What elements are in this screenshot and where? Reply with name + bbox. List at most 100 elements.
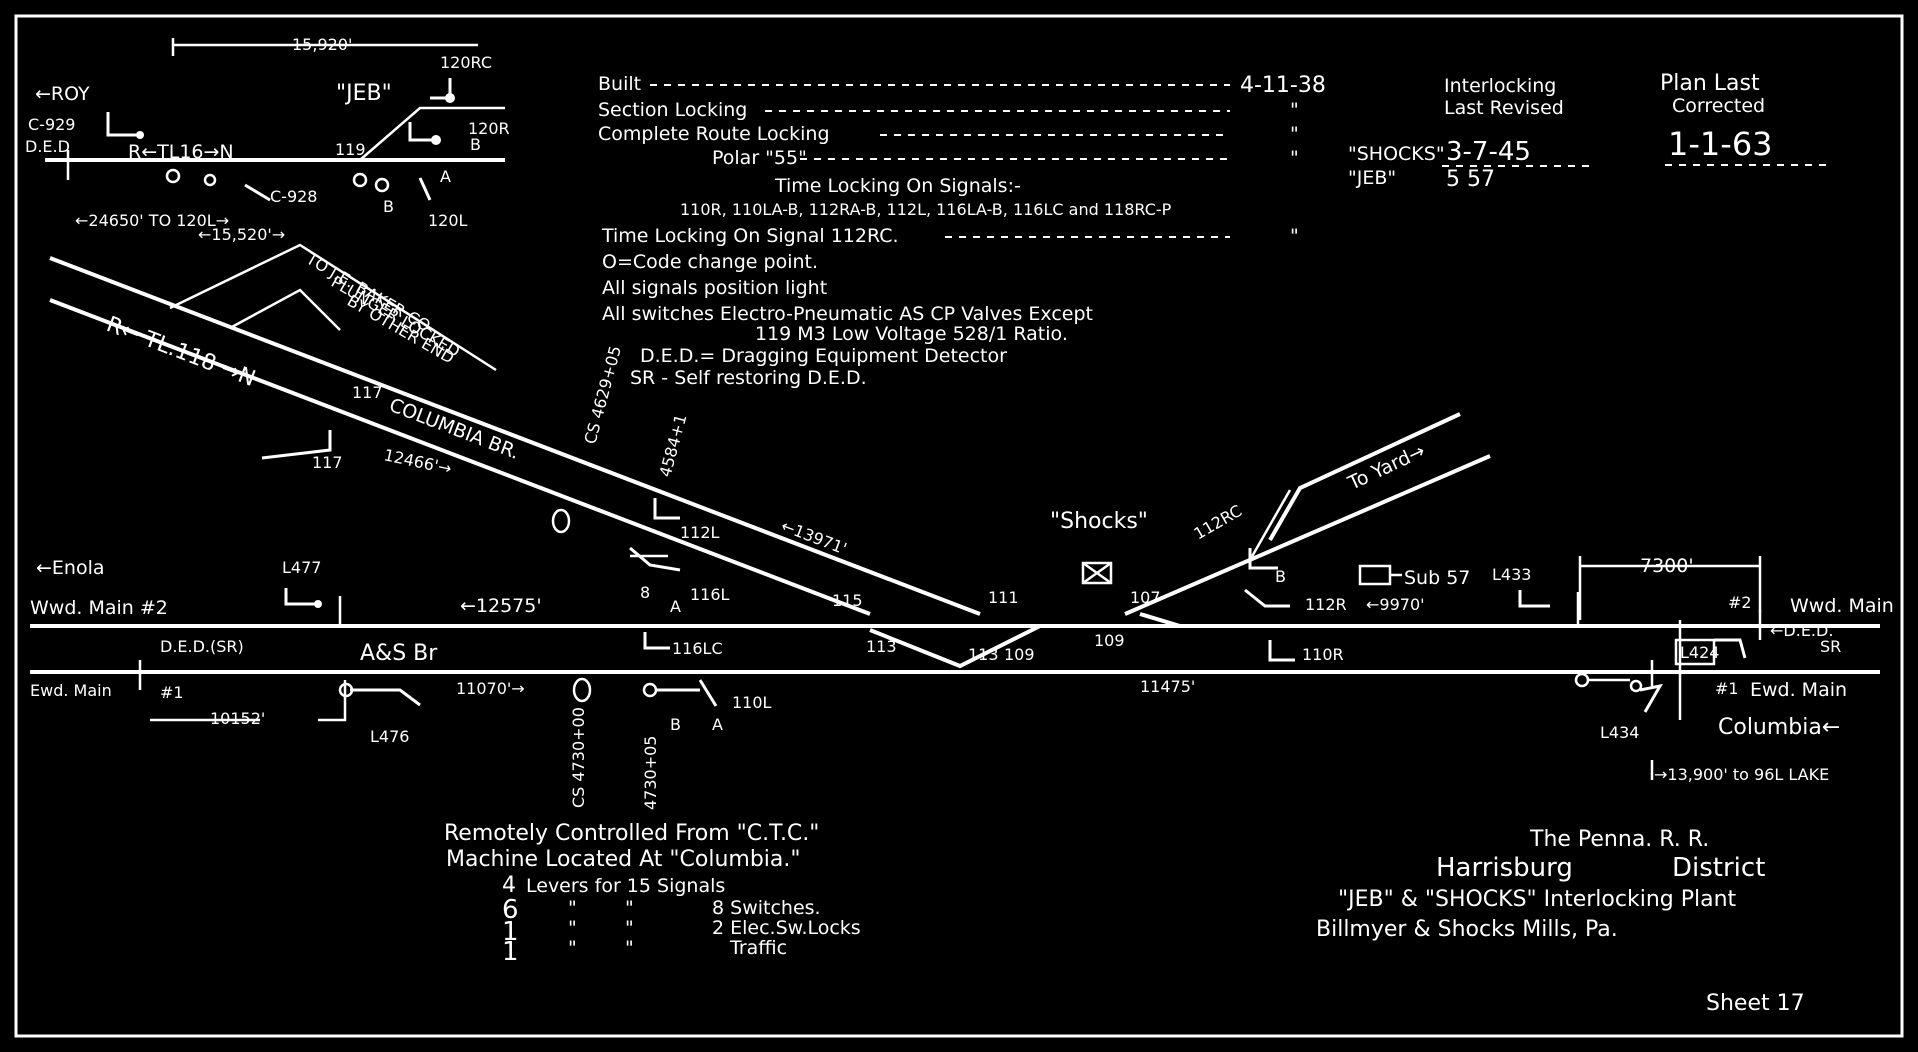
signal-116l-icon [629, 546, 681, 572]
inset-sig-120rc: 120RC [440, 53, 492, 72]
signal-l477-icon [284, 588, 318, 606]
main-sub57: Sub 57 [1404, 567, 1470, 589]
note-built: Built [598, 73, 641, 95]
ctc-row4-text: Traffic [729, 937, 787, 959]
sheet-border [14, 14, 1904, 1038]
branch-sig-112l: 112L [680, 523, 720, 542]
inset-sig-a: A [440, 167, 451, 186]
inset-dim-bottom-2: ←15,520'→ [198, 225, 285, 244]
signal-120r-icon [408, 122, 436, 142]
note-time-locking-signals-list: 110R, 110LA-B, 112RA-B, 112L, 116LA-B, 1… [680, 200, 1172, 219]
main-tracks: ←Enola L477 Wwd. Main #2 ←12575' D.E.D.(… [30, 412, 1894, 810]
columbia-branch: TO J.E. BAKER CO PLUNGER LOCKED BY OTHER… [49, 243, 1019, 616]
ctc-row3-text: 2 Elec.Sw.Locks [712, 917, 861, 939]
ctc-row2-num: 6 [502, 895, 519, 925]
main-cs-4: 4730+05 [641, 736, 660, 810]
note-complete-route-locking: Complete Route Locking [598, 123, 830, 145]
main-enola: ←Enola [36, 557, 105, 579]
branch-sig-8: 8 [640, 583, 650, 602]
signal-112l-icon [653, 498, 680, 520]
ditto-mark: " [1290, 99, 1299, 121]
branch-switch-111: 111 [988, 588, 1019, 607]
main-sr: SR [1820, 637, 1841, 656]
inset-ded: D.E.D [25, 137, 70, 156]
inset-sig-b: B [470, 135, 481, 154]
note-code-change: O=Code change point. [602, 251, 818, 273]
note-time-locking-signal: Time Locking On Signal 112RC. [601, 225, 899, 247]
main-ewd-main: Ewd. Main [30, 681, 112, 700]
main-sig-110l: 110L [732, 693, 772, 712]
main-sig-116lc: 116LC [672, 639, 723, 658]
revision-block: Interlocking Last Revised "SHOCKS" 3-7-4… [1348, 75, 1590, 192]
branch-switch-115: 115 [832, 591, 863, 610]
ctc-row2-ditto: " " [568, 897, 634, 919]
inset-c929: C-929 [28, 115, 75, 134]
title-location: Billmyer & Shocks Mills, Pa. [1316, 917, 1618, 942]
revised-shocks-label: "SHOCKS" [1348, 143, 1445, 165]
inset-sig-b-lower: B [383, 197, 394, 216]
baker-siding [169, 243, 497, 372]
code-change-point-icon [572, 677, 592, 703]
plan-date: 1-1-63 [1668, 125, 1773, 163]
signal-l476-icon [350, 688, 421, 707]
branch-sig-a: A [670, 597, 681, 616]
main-switch-109: 109 [1004, 645, 1035, 664]
yard-lead-upper [1268, 412, 1461, 541]
main-wwd-main-2: Wwd. Main #2 [30, 597, 168, 619]
note-ded-definition: D.E.D.= Dragging Equipment Detector [640, 345, 1007, 367]
switch-107 [1139, 612, 1181, 628]
main-sig-l433: L433 [1492, 565, 1531, 584]
note-section-locking: Section Locking [598, 99, 747, 121]
branch-switch-117b: 117 [312, 453, 343, 472]
ctc-row2-text: 8 Switches. [712, 897, 821, 919]
signal-l424-icon [1714, 638, 1747, 659]
main-as-br: A&S Br [360, 641, 438, 666]
code-change-point-icon [551, 508, 571, 534]
ctc-line-1: Remotely Controlled From "C.T.C." [444, 821, 819, 846]
main-ded-sr: D.E.D.(SR) [160, 637, 244, 656]
title-sheet: Sheet 17 [1706, 991, 1805, 1016]
title-plant: "JEB" & "SHOCKS" Interlocking Plant [1338, 887, 1737, 912]
main-ewd-main-2: Ewd. Main [1750, 679, 1847, 701]
ctc-row4-ditto: " " [568, 937, 634, 959]
main-sig-a: A [712, 715, 723, 734]
main-wwd-main: Wwd. Main [1790, 595, 1894, 617]
main-sig-112r: 112R [1305, 595, 1347, 614]
baker-spur [229, 288, 341, 331]
inset-roy: ←ROY [35, 83, 90, 105]
ctc-block: Remotely Controlled From "C.T.C." Machin… [444, 821, 861, 967]
signal-c929-icon [106, 112, 140, 137]
main-dim-10152: 10152' [210, 709, 265, 728]
main-sig-l477: L477 [282, 558, 321, 577]
main-sig-b-yard: B [1275, 567, 1286, 586]
plan-title: Plan Last [1660, 71, 1760, 96]
note-built-date: 4-11-38 [1240, 73, 1326, 98]
ditto-mark: " [1290, 147, 1299, 169]
main-sig-l424: L424 [1680, 643, 1719, 662]
inset-sig-120l: 120L [428, 211, 468, 230]
revised-jeb-label: "JEB" [1348, 167, 1396, 189]
main-dim-13900: →13,900' to 96L LAKE [1654, 765, 1829, 784]
title-district-a: Harrisburg [1436, 853, 1573, 883]
plan-subtitle: Corrected [1672, 95, 1765, 117]
main-switch-113: 113 [866, 637, 897, 656]
substation-icon [1358, 564, 1392, 586]
ctc-line-2: Machine Located At "Columbia." [446, 847, 801, 872]
l424-box [1674, 638, 1716, 666]
main-dim-9970: ←9970' [1366, 595, 1425, 614]
revised-jeb-date: 5 57 [1446, 167, 1495, 192]
tower-icon [1081, 561, 1113, 585]
inset-switch-119: 119 [335, 140, 366, 159]
branch-switch-117: 117 [352, 383, 383, 402]
main-sig-110r: 110R [1302, 645, 1344, 664]
signal-l433-icon [1518, 590, 1550, 608]
ctc-row4-num: 1 [502, 937, 519, 967]
main-cs-3: CS 4730+00 [569, 707, 588, 808]
main-switch-113b: 113 [968, 645, 999, 664]
main-sig-b: B [670, 715, 681, 734]
signal-112r-icon [1244, 588, 1290, 608]
signal-c928-icon [244, 183, 271, 202]
ctc-row1-text: Levers for 15 Signals [526, 875, 725, 897]
inset-dim-top: 15,920' [292, 35, 352, 54]
